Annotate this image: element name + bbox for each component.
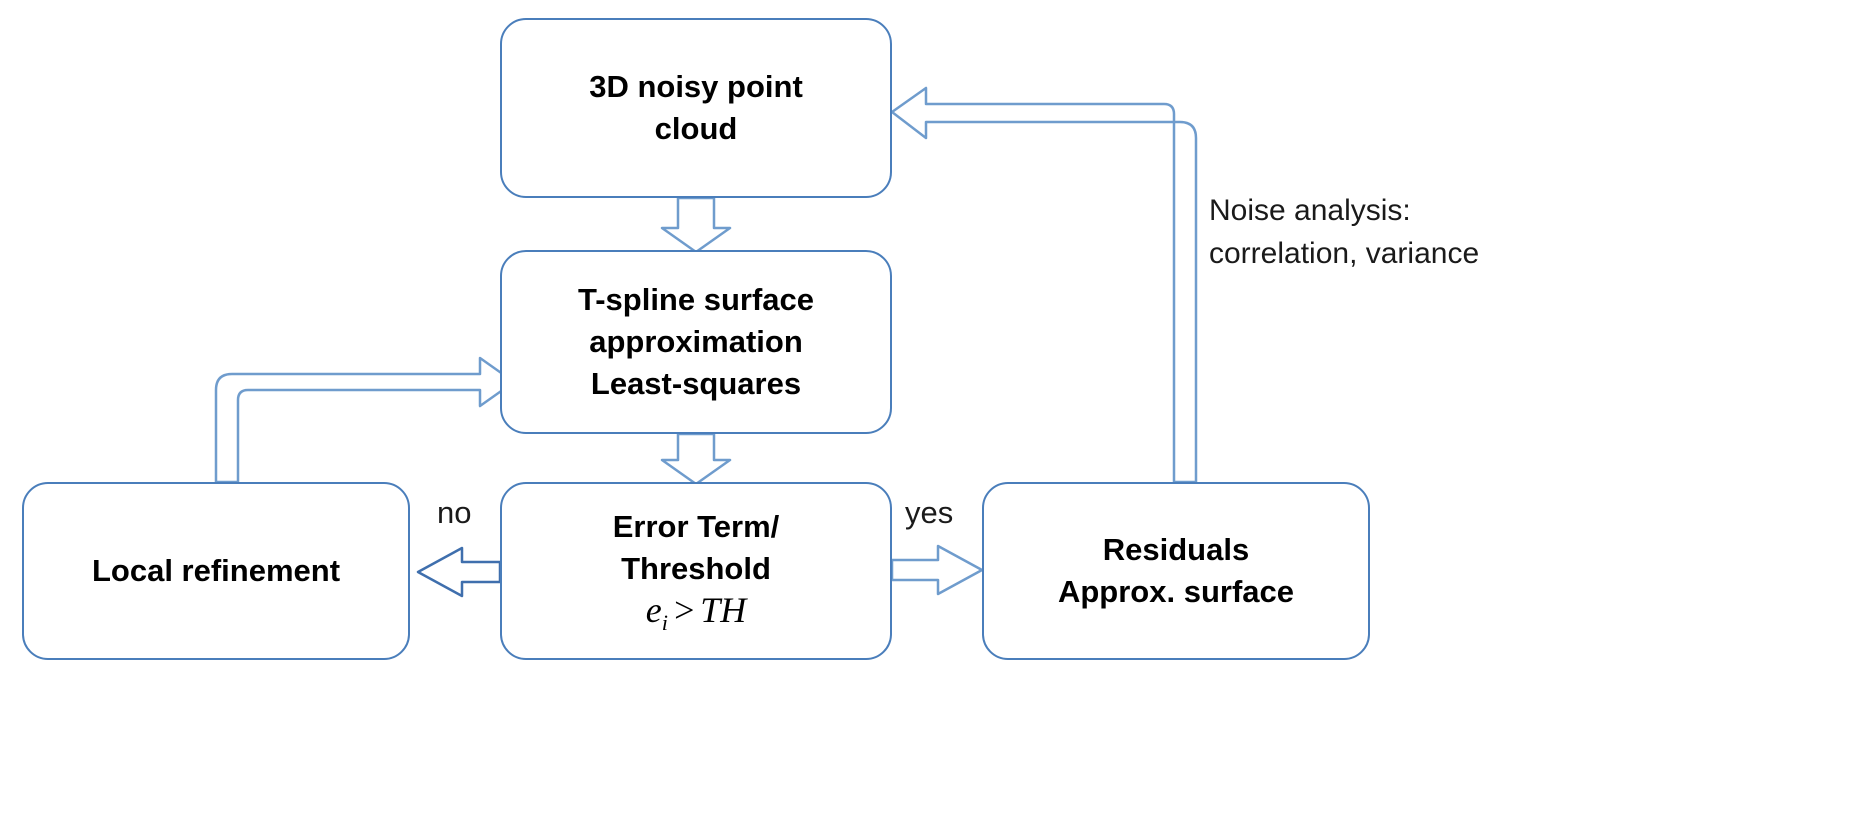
arrow-tspline-to-error: [660, 432, 732, 486]
node-t-spline-surface-approximation[interactable]: T-spline surface approximation Least-squ…: [500, 250, 892, 434]
node-3d-noisy-point-cloud[interactable]: 3D noisy point cloud: [500, 18, 892, 198]
edge-label-noise-analysis: Noise analysis: correlation, variance: [1209, 190, 1609, 275]
arrow-local-to-tspline-feedback: [214, 356, 516, 484]
node-line: Local refinement: [91, 553, 341, 589]
formula-variable: e: [645, 590, 662, 631]
node-line: Least-squares: [590, 365, 802, 401]
arrow-residuals-to-pointcloud-feedback: [890, 86, 1198, 484]
edge-label-yes: yes: [905, 495, 954, 530]
node-line: Error Term/: [612, 508, 780, 544]
node-line: T-spline surface: [577, 282, 815, 318]
node-line: Residuals: [1102, 532, 1250, 568]
formula-subscript: i: [661, 610, 668, 636]
arrow-error-to-residuals-yes: [890, 544, 984, 596]
threshold-formula: ei>TH: [646, 591, 747, 636]
node-residuals-approx-surface[interactable]: Residuals Approx. surface: [982, 482, 1370, 660]
formula-operator: >: [671, 590, 697, 631]
arrow-error-to-local-no: [416, 546, 502, 598]
node-line: 3D noisy point: [589, 69, 803, 105]
node-line: approximation: [589, 324, 803, 360]
noise-analysis-line-1: Noise analysis:: [1209, 194, 1411, 227]
noise-analysis-line-2: correlation, variance: [1209, 236, 1480, 270]
node-local-refinement[interactable]: Local refinement: [22, 482, 410, 660]
arrow-pointcloud-to-tspline: [660, 196, 732, 254]
formula-rhs: TH: [700, 590, 747, 631]
node-error-term-threshold[interactable]: Error Term/ Threshold ei>TH: [500, 482, 892, 660]
node-line: cloud: [654, 111, 738, 146]
edge-label-no: no: [437, 495, 472, 530]
node-line: Threshold: [621, 550, 771, 586]
node-line: Approx. surface: [1057, 574, 1294, 609]
